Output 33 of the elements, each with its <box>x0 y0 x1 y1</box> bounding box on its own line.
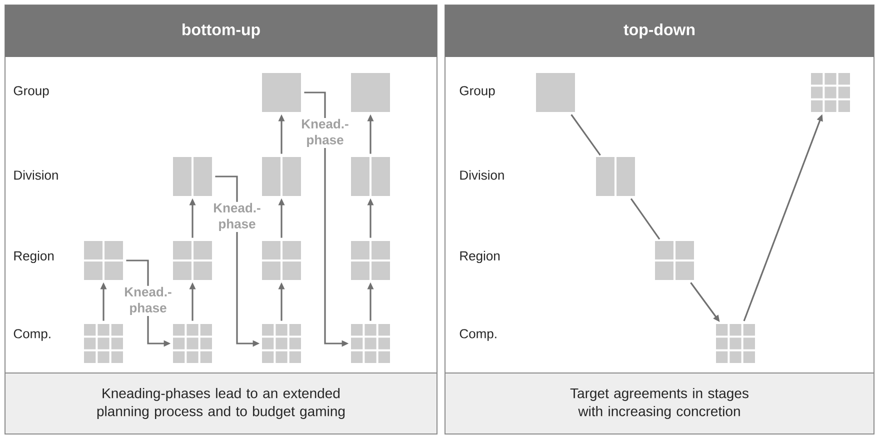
caption-band: Target agreements in stages with increasing concretion <box>444 372 874 434</box>
block-icon <box>716 324 755 363</box>
block-icon <box>536 73 575 112</box>
block-icon <box>655 241 694 280</box>
block-icon <box>84 241 123 280</box>
edge-label: Knead.- phase <box>210 202 264 232</box>
caption-band: Kneading-phases lead to an extended planning process and to budget gaming <box>4 372 438 434</box>
block-icon <box>351 324 390 363</box>
block-icon <box>811 73 850 112</box>
connector-line <box>630 198 660 240</box>
block-icon <box>173 241 212 280</box>
row-label: Comp. <box>460 329 496 341</box>
row-label: Division <box>460 170 504 180</box>
edge-label: Knead.- phase <box>298 118 352 148</box>
row-label: Region <box>460 250 500 264</box>
row-label: Comp. <box>14 329 50 341</box>
block-icon <box>173 324 212 363</box>
block-icon <box>262 324 301 363</box>
row-label: Region <box>14 250 54 264</box>
block-icon <box>351 241 390 280</box>
block-icon <box>351 157 390 196</box>
block-icon <box>262 157 301 196</box>
block-icon <box>262 73 301 112</box>
connector-line <box>570 114 601 156</box>
block-icon <box>84 324 123 363</box>
block-icon <box>173 157 212 196</box>
row-label: Group <box>460 86 495 98</box>
row-label: Division <box>14 170 58 180</box>
block-icon <box>351 73 390 112</box>
edge-label: Knead.- phase <box>121 286 175 316</box>
block-icon <box>262 241 301 280</box>
row-label: Group <box>14 86 49 98</box>
block-icon <box>596 157 635 196</box>
